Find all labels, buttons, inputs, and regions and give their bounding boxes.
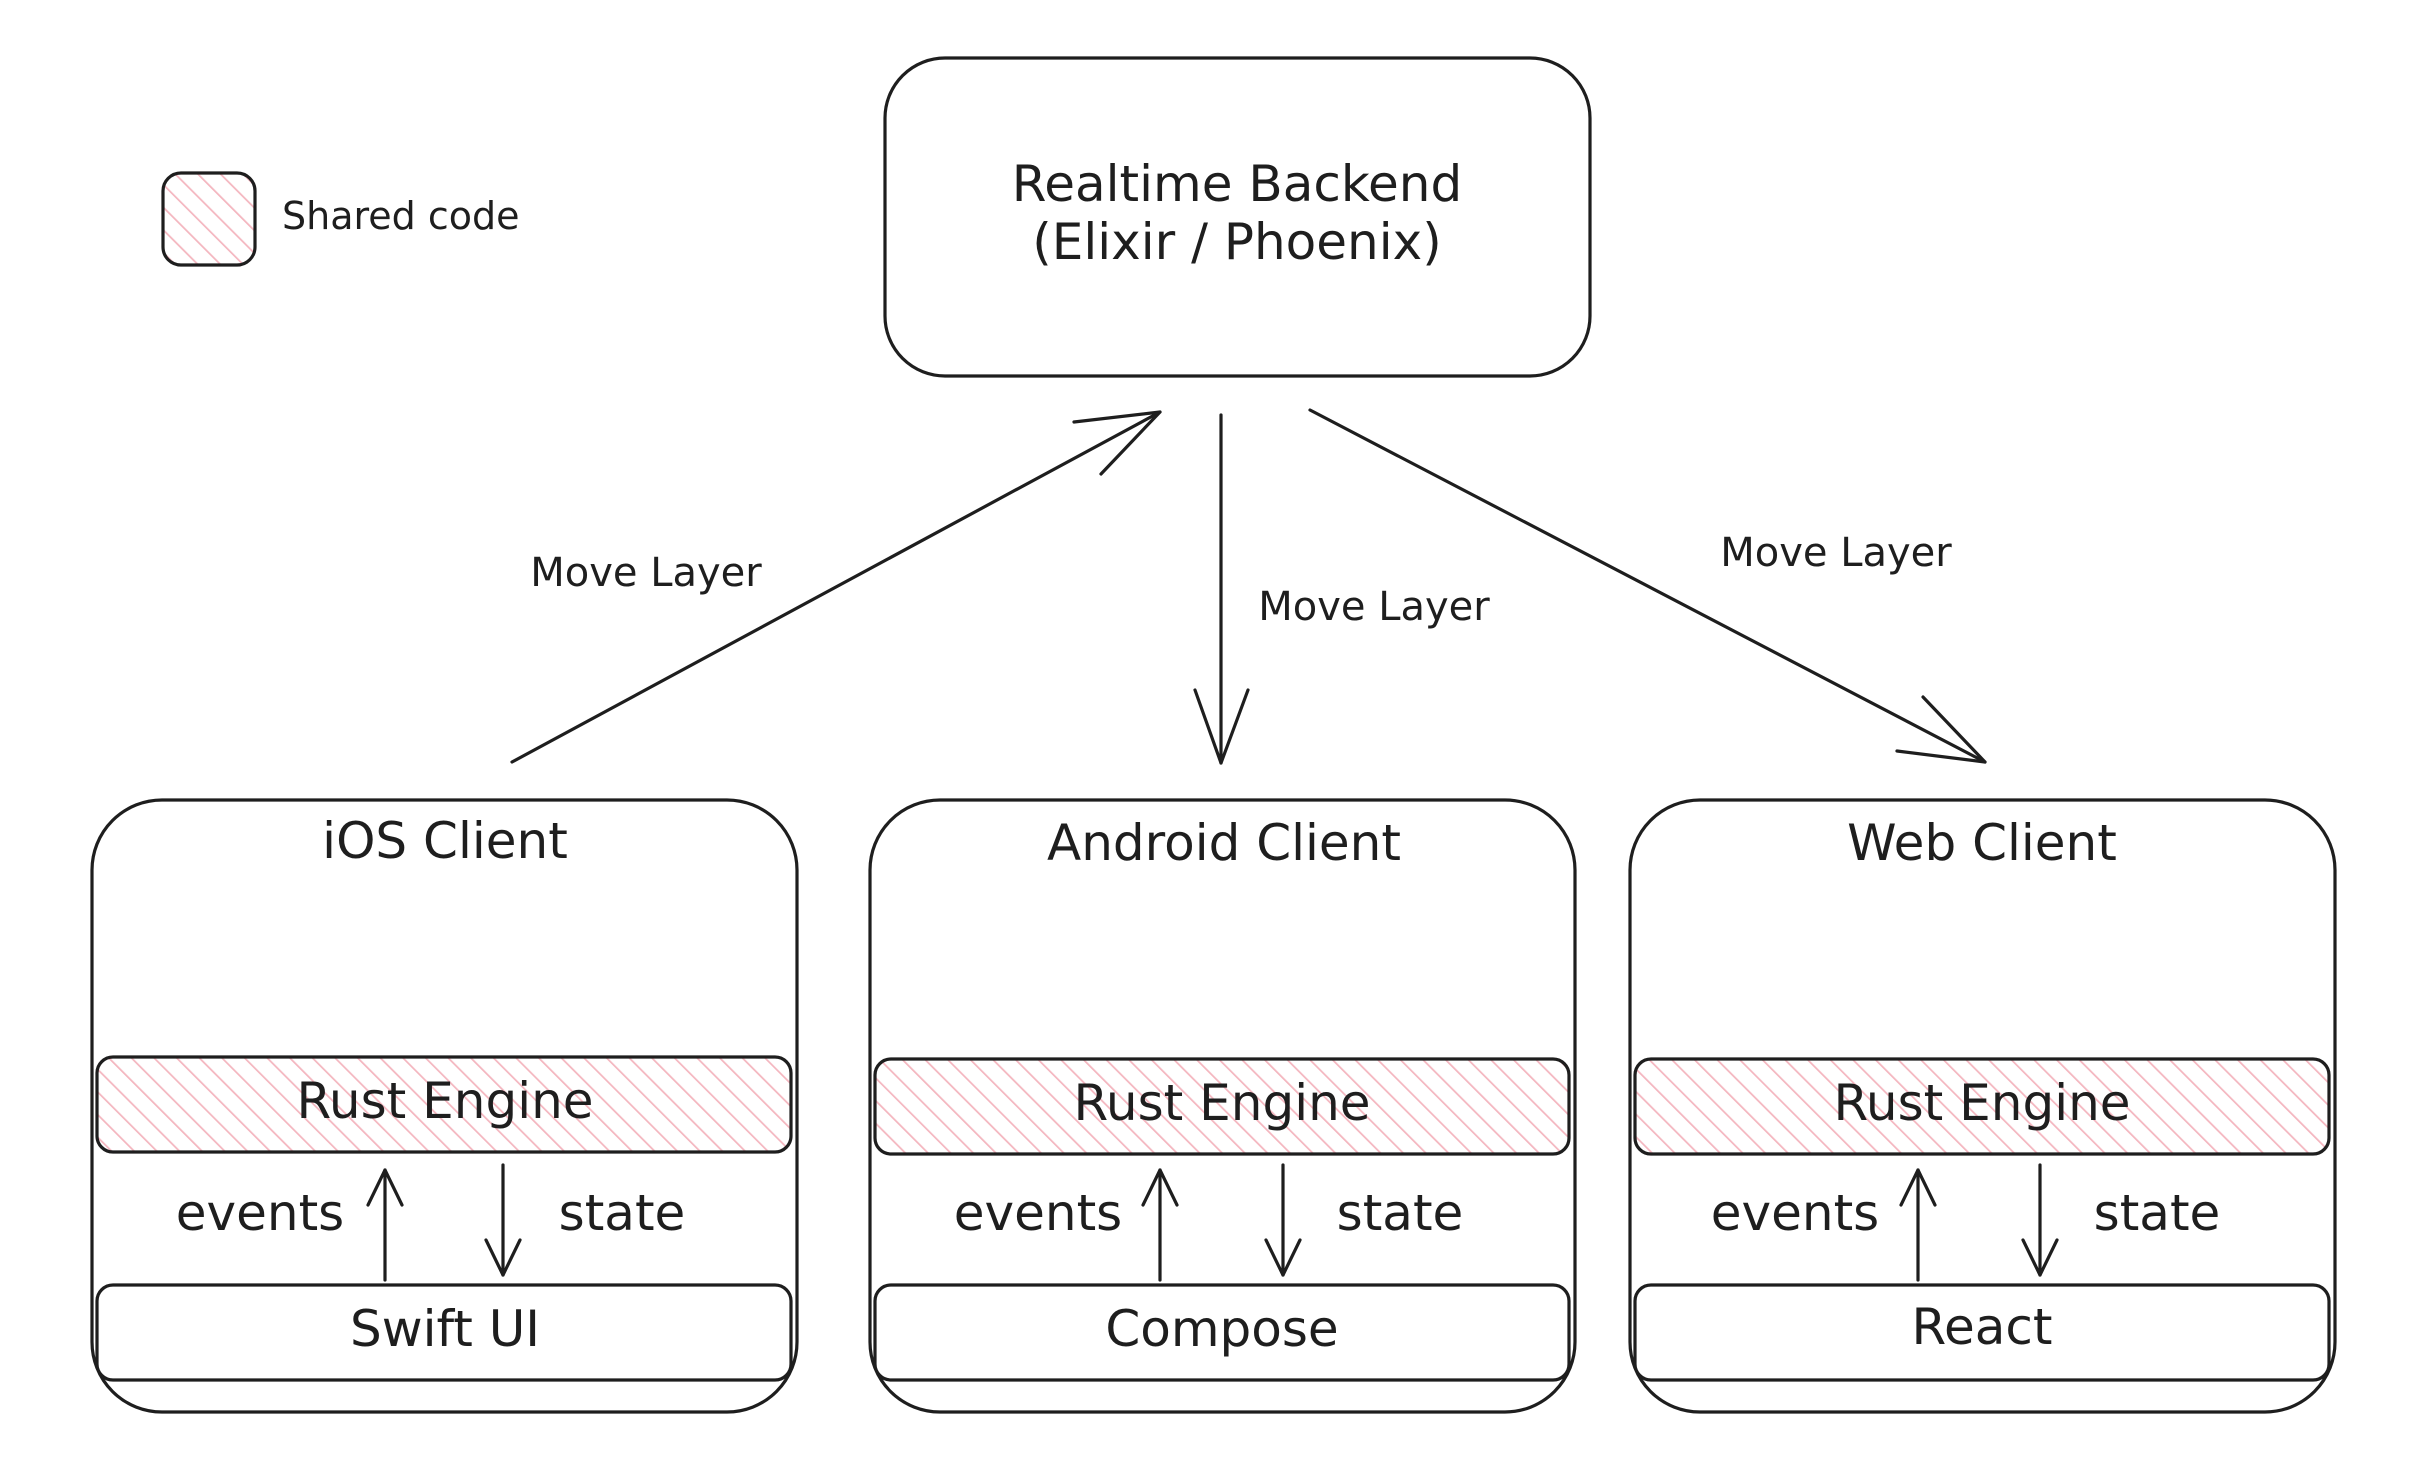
ui-ios — [95, 1283, 793, 1382]
client-web-frame — [1628, 798, 2337, 1414]
arrow-label-backend-web: Move Layer — [1720, 530, 1952, 576]
ui-web-label: React — [1912, 1298, 2053, 1356]
state-web-label: state — [2094, 1184, 2221, 1242]
events-web-label: events — [1711, 1184, 1879, 1242]
arrow-backend-to-web: Move Layer — [1308, 408, 1987, 764]
ui-ios-label: Swift UI — [350, 1300, 540, 1358]
client-ios-frame — [90, 798, 799, 1414]
legend: Shared code — [161, 171, 520, 267]
legend-label: Shared code — [282, 194, 520, 238]
ui-android — [873, 1283, 1571, 1382]
state-ios-label: state — [559, 1184, 686, 1242]
state-android-label: state — [1337, 1184, 1464, 1242]
ui-web — [1633, 1283, 2331, 1382]
client-android[interactable]: Android Client Rust Engine events state … — [868, 798, 1577, 1414]
state-android-arrow — [1264, 1163, 1302, 1277]
backend-box[interactable]: Realtime Backend (Elixir / Phoenix) — [883, 56, 1592, 378]
events-ios-arrow — [366, 1168, 404, 1282]
rust-engine-ios-label: Rust Engine — [296, 1072, 593, 1130]
client-android-frame — [868, 798, 1577, 1414]
client-web[interactable]: Web Client Rust Engine events state Reac… — [1628, 798, 2337, 1414]
rust-engine-web — [1633, 1057, 2331, 1156]
client-ios[interactable]: iOS Client Rust Engine events state Swif… — [90, 798, 799, 1414]
rust-engine-ios — [95, 1055, 793, 1154]
events-ios-label: events — [176, 1184, 344, 1242]
arrow-label-ios-backend: Move Layer — [530, 550, 762, 596]
events-android-label: events — [954, 1184, 1122, 1242]
state-web-arrow — [2021, 1163, 2059, 1277]
state-ios-arrow — [484, 1163, 522, 1277]
rust-engine-android-label: Rust Engine — [1073, 1074, 1370, 1132]
arrow-ios-to-backend: Move Layer — [510, 410, 1162, 764]
backend-title: Realtime Backend — [1012, 155, 1462, 213]
legend-swatch — [161, 171, 257, 267]
arrow-label-backend-android: Move Layer — [1258, 584, 1490, 630]
client-ios-title: iOS Client — [322, 812, 568, 870]
backend-subtitle: (Elixir / Phoenix) — [1032, 213, 1441, 271]
client-web-title: Web Client — [1847, 814, 2117, 872]
events-web-arrow — [1899, 1168, 1937, 1282]
ui-android-label: Compose — [1105, 1300, 1338, 1358]
client-android-title: Android Client — [1047, 814, 1401, 872]
arrow-backend-to-android: Move Layer — [1193, 413, 1490, 765]
events-android-arrow — [1141, 1168, 1179, 1282]
rust-engine-web-label: Rust Engine — [1833, 1074, 2130, 1132]
rust-engine-android — [873, 1057, 1571, 1156]
